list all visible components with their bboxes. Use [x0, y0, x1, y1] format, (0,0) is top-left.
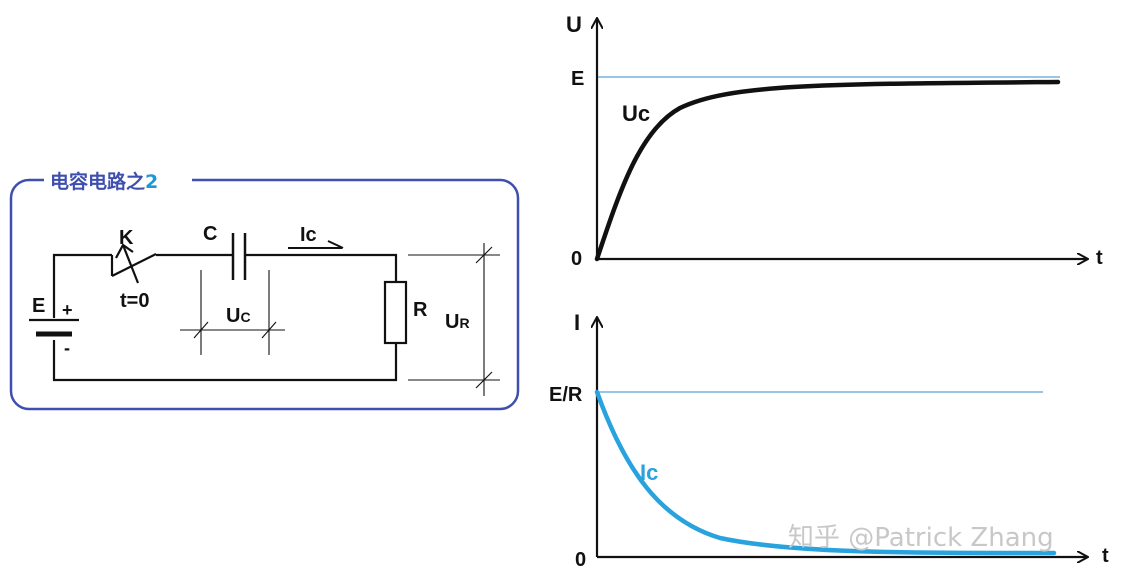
graph-current: I t 0 E/R Ic	[549, 310, 1109, 571]
battery-minus: -	[64, 338, 70, 358]
resistor-symbol	[383, 280, 408, 345]
watermark: 知乎 @Patrick Zhang	[788, 523, 1054, 553]
u-origin-label: 0	[571, 248, 582, 270]
capacitor-symbol	[231, 233, 247, 280]
current-arrow	[288, 240, 344, 249]
resistor-label: R	[413, 299, 428, 321]
cap-voltage-sub: C	[240, 309, 250, 325]
cap-voltage-dimension	[180, 270, 285, 355]
circuit-frame	[9, 178, 520, 411]
u-y-axis-label: U	[566, 12, 582, 37]
i-asymptote-label: E/R	[549, 384, 583, 406]
battery-symbol	[29, 318, 79, 337]
cap-voltage-label: UC	[226, 305, 251, 327]
res-voltage-sub: R	[459, 315, 469, 331]
ic-curve-label: Ic	[640, 460, 658, 485]
graph-voltage: U t 0 E Uc	[566, 12, 1103, 270]
current-label: Ic	[300, 224, 317, 246]
battery-label: E	[32, 295, 45, 317]
uc-curve-label: Uc	[622, 101, 650, 126]
u-asymptote-label: E	[571, 68, 584, 90]
switch-label: K	[119, 227, 134, 249]
ic-curve	[594, 389, 1057, 556]
res-voltage-dimension	[408, 243, 500, 396]
switch-symbol	[110, 243, 157, 284]
i-x-axis-label: t	[1102, 545, 1109, 567]
switch-time-label: t=0	[120, 290, 149, 312]
circuit-title-number: 2	[145, 171, 158, 193]
circuit-panel: 电容电路之2 E + - K t=0 C	[9, 168, 520, 411]
i-origin-label: 0	[575, 549, 586, 571]
res-voltage-label: UR	[445, 311, 470, 333]
u-x-axis-label: t	[1096, 247, 1103, 269]
i-y-axis-label: I	[574, 310, 580, 335]
circuit-title: 电容电路之2	[50, 170, 158, 193]
uc-curve	[594, 79, 1061, 262]
battery-plus: +	[62, 300, 73, 320]
circuit-wires	[52, 253, 398, 382]
capacitor-label: C	[203, 223, 217, 245]
